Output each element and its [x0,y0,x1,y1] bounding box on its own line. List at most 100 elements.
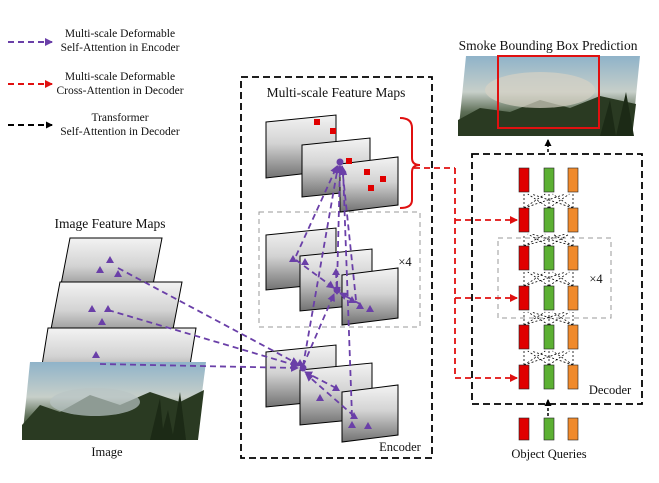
triangle-marker-icon [92,351,100,358]
self-attention-connector [548,350,570,366]
encoder-middle-stack [265,227,399,326]
legend-label-line2: Cross-Attention in Decoder [56,85,183,97]
output-feature-map [339,156,399,213]
cross-attention-arrows [414,167,518,382]
prediction-image [458,55,640,136]
square-marker-icon [330,128,336,134]
encoder-repeat-label: ×4 [398,255,412,269]
self-attention-connector [523,311,546,326]
legend-label-line1: Transformer [91,112,148,124]
query-bar-orange [567,285,579,311]
self-attention-connector [552,271,574,287]
self-attention-connector [552,193,574,209]
self-attention-connector [531,311,574,326]
input-feature-map [341,384,399,443]
square-marker-icon [380,176,386,182]
self-attention-connector [531,233,574,247]
query-bar-green [543,364,555,390]
object-queries-label: Object Queries [511,447,586,461]
legend: Multi-scale Deformable Self-Attention in… [8,28,184,138]
decoder-label: Decoder [589,383,632,397]
query-bar-orange [567,417,579,441]
self-attention-connector [527,233,550,247]
square-marker-icon [364,169,370,175]
dashed-arrow-icon [304,371,337,389]
self-attention-connector [527,271,550,287]
query-bar-red [518,245,530,271]
legend-item-decoder-self-attention: Transformer Self-Attention in Decoder [8,112,180,138]
triangle-marker-icon [88,305,96,312]
self-attention-connector [552,350,574,366]
query-bar-orange [567,364,579,390]
square-marker-icon [368,185,374,191]
query-bar-orange [567,324,579,350]
legend-label-line2: Self-Attention in Encoder [61,42,180,54]
legend-item-encoder-attention: Multi-scale Deformable Self-Attention in… [8,28,180,54]
dashed-arrow-icon [302,293,335,367]
triangle-marker-icon [106,256,114,263]
self-attention-connector [523,350,566,366]
dashed-arrow-icon [302,165,341,367]
triangle-marker-icon [316,394,324,401]
query-bar-red [518,417,530,441]
self-attention-connector [548,271,570,287]
self-attention-connector [527,350,550,366]
query-bar-green [543,285,555,311]
dot-marker-icon [299,364,307,372]
triangle-marker-icon [301,258,309,265]
brace-icon [399,117,421,209]
image-label: Image [91,445,123,459]
triangle-marker-icon [348,296,356,303]
dashed-arrow-icon [295,165,338,257]
self-attention-connector [527,311,550,326]
query-bar-green [543,245,555,271]
encoder-attention-arrows [99,165,361,417]
query-bar-red [518,167,530,193]
self-attention-connector [548,311,570,326]
reference-points [314,119,386,191]
query-bar-red [518,285,530,311]
self-attention-connector [531,350,574,366]
query-bar-green [543,207,555,233]
dashed-arrow-icon [107,309,299,368]
image-feature-stack [37,237,197,391]
self-attention-connector [523,311,566,326]
decoder-query-rows [518,167,579,390]
input-image [22,362,206,440]
self-attention-connector [523,350,546,366]
self-attention-connector [552,233,574,247]
intermediate-feature-map [341,267,399,326]
image-feature-maps-label: Image Feature Maps [55,216,166,231]
triangle-marker-icon [98,318,106,325]
self-attention-connector [523,271,566,287]
triangle-marker-icon [356,302,364,309]
query-bar-red [518,324,530,350]
object-queries [518,399,579,441]
self-attention-connector [523,193,546,209]
query-bar-orange [567,167,579,193]
dashed-arrow-icon [295,259,335,289]
query-bar-green [543,324,555,350]
smoke-bounding-box [497,55,600,129]
dot-marker-icon [336,158,344,166]
self-attention-connector [523,271,546,287]
self-attention-connector [552,311,574,326]
sampling-points [289,255,374,312]
triangle-marker-icon [114,270,122,277]
query-bar-green [543,167,555,193]
triangle-marker-icon [96,266,104,273]
dashed-arrow-icon [339,167,353,417]
decoder-repeat-label: ×4 [589,272,603,286]
legend-item-decoder-cross-attention: Multi-scale Deformable Cross-Attention i… [8,71,184,97]
square-marker-icon [314,119,320,125]
dashed-arrow-icon [339,292,361,305]
self-attention-connector [527,193,550,209]
self-attention-connector [548,193,570,209]
query-bar-red [518,364,530,390]
dashed-arrow-icon [335,165,344,288]
multiscale-feature-maps-label: Multi-scale Feature Maps [267,85,406,100]
legend-label-line1: Multi-scale Deformable [65,71,175,83]
smoke-prediction-label: Smoke Bounding Box Prediction [459,38,638,53]
